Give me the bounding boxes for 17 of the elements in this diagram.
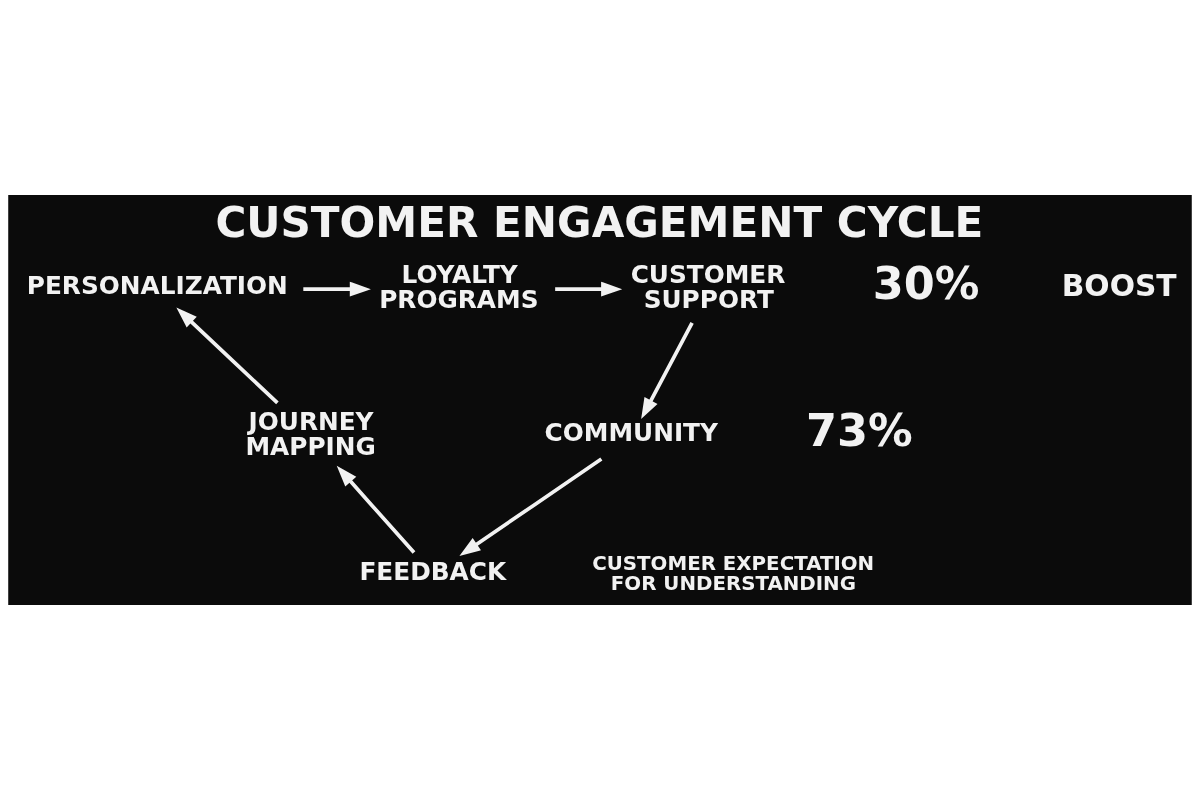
label: BOOST <box>1061 267 1177 303</box>
node-text: COMMUNITY <box>544 418 718 448</box>
arrow <box>641 322 694 420</box>
arrow <box>459 457 603 557</box>
node-text: JOURNEY MAPPING <box>245 407 376 462</box>
node-text: FEEDBACK <box>359 557 507 587</box>
node-text: CUSTOMER SUPPORT <box>630 259 786 314</box>
node-text: LOYALTY PROGRAMS <box>379 259 539 314</box>
node-text: PERSONALIZATION <box>26 271 288 301</box>
arrow <box>176 307 279 405</box>
arrow <box>555 281 623 297</box>
diagram-title: CUSTOMER ENGAGEMENT CYCLE <box>215 198 984 248</box>
arrow <box>336 465 416 554</box>
label: 30% <box>872 257 980 310</box>
arrow <box>303 281 371 297</box>
label: 73% <box>805 405 913 458</box>
label: CUSTOMER EXPECTATION FOR UNDERSTANDING <box>592 552 875 595</box>
